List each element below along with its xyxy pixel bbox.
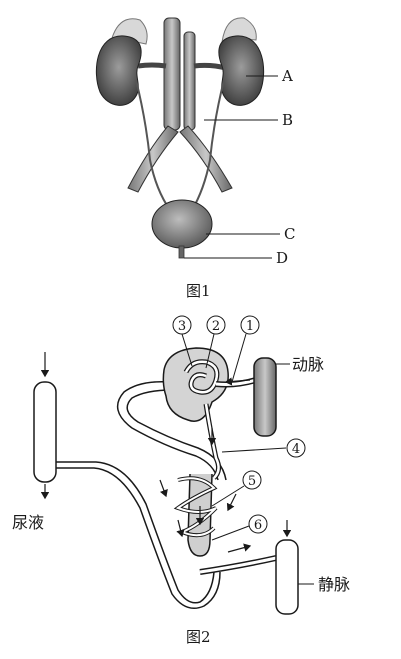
callout-2: 2 [212, 319, 220, 334]
callout-4-circle [286, 438, 306, 458]
callout-5: 5 [248, 474, 256, 489]
left-ureter [135, 79, 171, 211]
right-renal-vessels [193, 62, 227, 71]
collecting-duct [33, 381, 57, 483]
callout-1-leader [231, 333, 247, 383]
renal-tubule [56, 461, 221, 609]
callout-1: 1 [246, 319, 254, 334]
callout-6-circle [248, 514, 268, 534]
flow-arrow-2 [159, 479, 168, 498]
callout-3-leader [181, 333, 193, 367]
figure-2-nephron: 3 2 1 4 5 6 动脉 尿液 静脉 图2 [12, 315, 350, 646]
figure-2-caption: 图2 [186, 628, 211, 646]
callout-2-circle [206, 315, 226, 335]
callout-6-leader [211, 525, 250, 541]
flow-arrow-3 [226, 493, 237, 512]
callout-5-circle [242, 470, 262, 490]
label-a: A [281, 67, 293, 85]
label-c: C [284, 225, 295, 243]
proximal-tubule [116, 380, 227, 481]
left-kidney [95, 35, 142, 106]
artery-flow-arrow [224, 377, 251, 386]
glomerulus-inner [184, 360, 219, 394]
callout-5-leader [211, 485, 245, 507]
renal-vein [275, 539, 299, 615]
callout-3: 3 [178, 319, 186, 334]
label-d: D [276, 249, 288, 267]
figure-1-urinary-system: A B C D 图1 [95, 17, 295, 300]
callout-1-circle [240, 315, 260, 335]
renal-artery [253, 357, 277, 437]
callout-4-leader [221, 447, 287, 453]
callout-4: 4 [292, 442, 300, 457]
flow-arrow-6 [227, 543, 252, 553]
right-iliac-vessels [179, 125, 233, 193]
label-urine: 尿液 [12, 513, 44, 532]
afferent-arteriole-inner [215, 378, 257, 386]
urinary-bladder [151, 199, 213, 249]
left-renal-vessels [137, 62, 167, 69]
abdominal-aorta [183, 31, 196, 131]
right-ureter [191, 79, 225, 211]
callout-6: 6 [254, 518, 262, 533]
figure-1-caption: 图1 [186, 282, 211, 300]
label-vein: 静脉 [318, 575, 350, 594]
label-b: B [282, 111, 293, 129]
flow-arrow-4 [176, 519, 185, 538]
peritubular-capillary-inner [175, 477, 217, 537]
callout-2-leader [205, 333, 215, 369]
urethra [178, 245, 185, 259]
venous-return-inner [199, 556, 277, 574]
inferior-vena-cava [163, 17, 181, 131]
efferent-arteriole-inner [204, 403, 220, 479]
right-kidney [218, 35, 265, 106]
left-iliac-vessels [127, 125, 179, 193]
label-artery: 动脉 [292, 355, 324, 374]
